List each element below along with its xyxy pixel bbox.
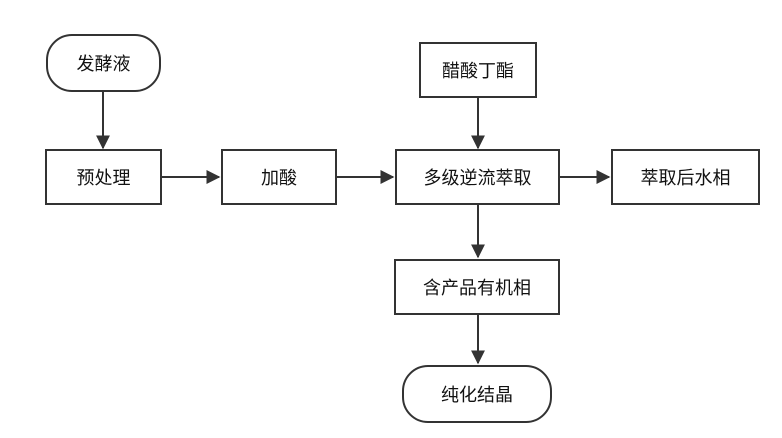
node-butyl-acetate: 醋酸丁酯 [419,42,537,98]
node-pretreatment: 预处理 [45,149,162,205]
node-acidification: 加酸 [221,149,337,205]
node-organic-phase: 含产品有机相 [394,259,560,315]
node-fermentation-broth: 发酵液 [46,34,161,92]
node-purification-crystallization: 纯化结晶 [402,365,552,423]
node-aqueous-phase: 萃取后水相 [611,149,760,205]
node-countercurrent-extraction: 多级逆流萃取 [395,149,560,205]
